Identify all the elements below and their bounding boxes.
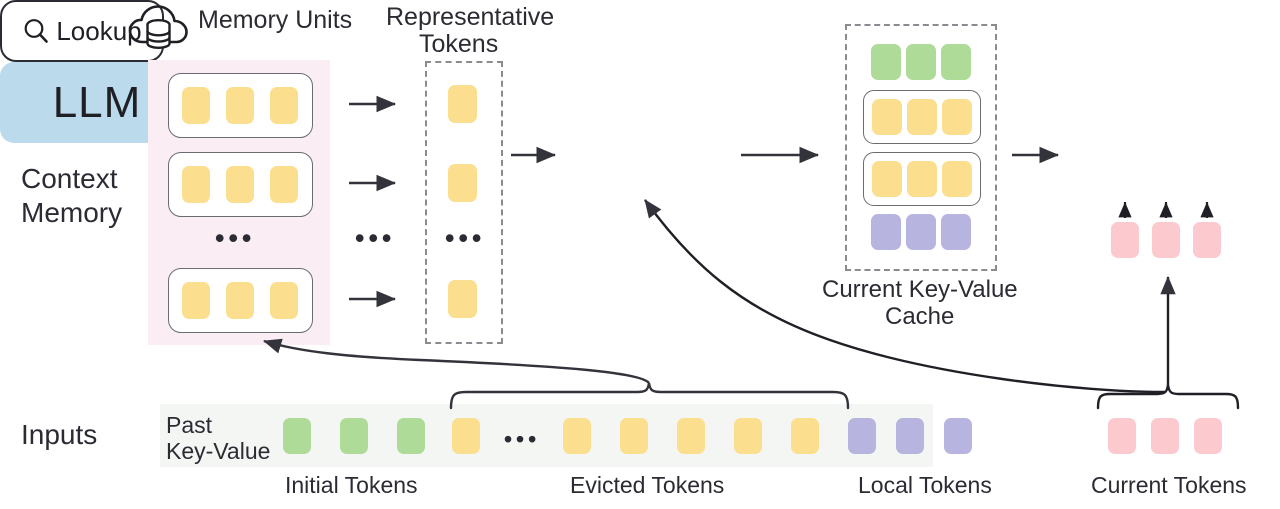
context-memory-label-line1: Context bbox=[21, 163, 118, 194]
memory-unit-n[interactable] bbox=[168, 268, 313, 333]
memory-unit-1[interactable] bbox=[168, 73, 313, 138]
input-evicted-ellipsis: ••• bbox=[504, 426, 541, 452]
kv-cache-local-token bbox=[906, 214, 936, 250]
llm-input-token-3 bbox=[1193, 222, 1221, 258]
memory-to-rep-ellipsis: ••• bbox=[355, 223, 396, 253]
input-current-token-2 bbox=[1151, 418, 1179, 454]
kv-cache-retrieved-token bbox=[907, 161, 937, 197]
input-evicted-token-3 bbox=[620, 418, 648, 454]
representative-tokens-ellipsis: ••• bbox=[445, 223, 486, 253]
input-evicted-token-4 bbox=[677, 418, 705, 454]
current-kv-cache-label-line2: Cache bbox=[885, 303, 955, 330]
memory-token bbox=[270, 166, 298, 203]
input-current-token-3 bbox=[1194, 418, 1222, 454]
kv-cache-retrieved-token bbox=[942, 99, 972, 135]
memory-token bbox=[182, 166, 210, 203]
evicted-tokens-caption: Evicted Tokens bbox=[570, 472, 725, 498]
kv-cache-initial-token bbox=[871, 44, 901, 80]
input-local-token-1 bbox=[848, 418, 876, 454]
representative-token-n bbox=[448, 280, 477, 318]
input-local-token-2 bbox=[896, 418, 924, 454]
input-initial-token-1 bbox=[283, 418, 311, 454]
representative-tokens-label-line2: Tokens bbox=[419, 30, 499, 58]
local-tokens-caption: Local Tokens bbox=[858, 472, 992, 498]
lookup-label: Lookup bbox=[56, 15, 142, 46]
memory-token bbox=[226, 87, 254, 124]
cloud-database-icon bbox=[128, 4, 194, 50]
context-memory-label-line2: Memory bbox=[21, 197, 123, 228]
input-evicted-token-2 bbox=[563, 418, 591, 454]
memory-token bbox=[270, 87, 298, 124]
memory-token bbox=[226, 166, 254, 203]
kv-cache-retrieved-token bbox=[872, 99, 902, 135]
llm-input-token-2 bbox=[1152, 222, 1180, 258]
lookup-button[interactable]: Lookup bbox=[0, 0, 164, 62]
current-tokens-caption: Current Tokens bbox=[1091, 472, 1247, 498]
memory-units-label: Memory Units bbox=[198, 6, 353, 34]
inputs-label: Inputs bbox=[21, 419, 98, 450]
current-kv-cache-label-line1: Current Key-Value bbox=[822, 276, 1018, 303]
kv-cache-initial-token bbox=[906, 44, 936, 80]
kv-cache-retrieved-token bbox=[942, 161, 972, 197]
memory-token bbox=[182, 87, 210, 124]
context-memory-ellipsis: ••• bbox=[215, 223, 256, 253]
kv-cache-retrieved-unit-2 bbox=[863, 152, 981, 206]
representative-token-2 bbox=[448, 164, 477, 202]
input-evicted-token-1 bbox=[452, 418, 480, 454]
memory-unit-2[interactable] bbox=[168, 152, 313, 217]
memory-token bbox=[270, 282, 298, 319]
memory-token bbox=[182, 282, 210, 319]
llm-input-token-1 bbox=[1111, 222, 1139, 258]
kv-cache-retrieved-token bbox=[872, 161, 902, 197]
llm-label: LLM bbox=[52, 77, 142, 127]
current-tokens-brace bbox=[1096, 384, 1240, 410]
input-local-token-3 bbox=[944, 418, 972, 454]
search-icon bbox=[22, 17, 50, 45]
input-initial-token-2 bbox=[340, 418, 368, 454]
arrow-evicted-to-context-memory bbox=[263, 338, 650, 384]
representative-token-1 bbox=[448, 85, 477, 123]
input-evicted-token-5 bbox=[734, 418, 762, 454]
representative-tokens-label-line1: Representative bbox=[386, 3, 555, 31]
input-initial-token-3 bbox=[397, 418, 425, 454]
kv-cache-retrieved-unit-1 bbox=[863, 90, 981, 144]
input-evicted-token-6 bbox=[791, 418, 819, 454]
past-key-value-label-line1: Past bbox=[166, 412, 213, 438]
kv-cache-retrieved-token bbox=[907, 99, 937, 135]
kv-cache-local-token bbox=[941, 214, 971, 250]
kv-cache-local-token bbox=[871, 214, 901, 250]
input-current-token-1 bbox=[1108, 418, 1136, 454]
kv-cache-initial-token bbox=[941, 44, 971, 80]
past-key-value-label-line2: Key-Value bbox=[166, 438, 271, 464]
memory-token bbox=[226, 282, 254, 319]
initial-tokens-caption: Initial Tokens bbox=[285, 472, 418, 498]
